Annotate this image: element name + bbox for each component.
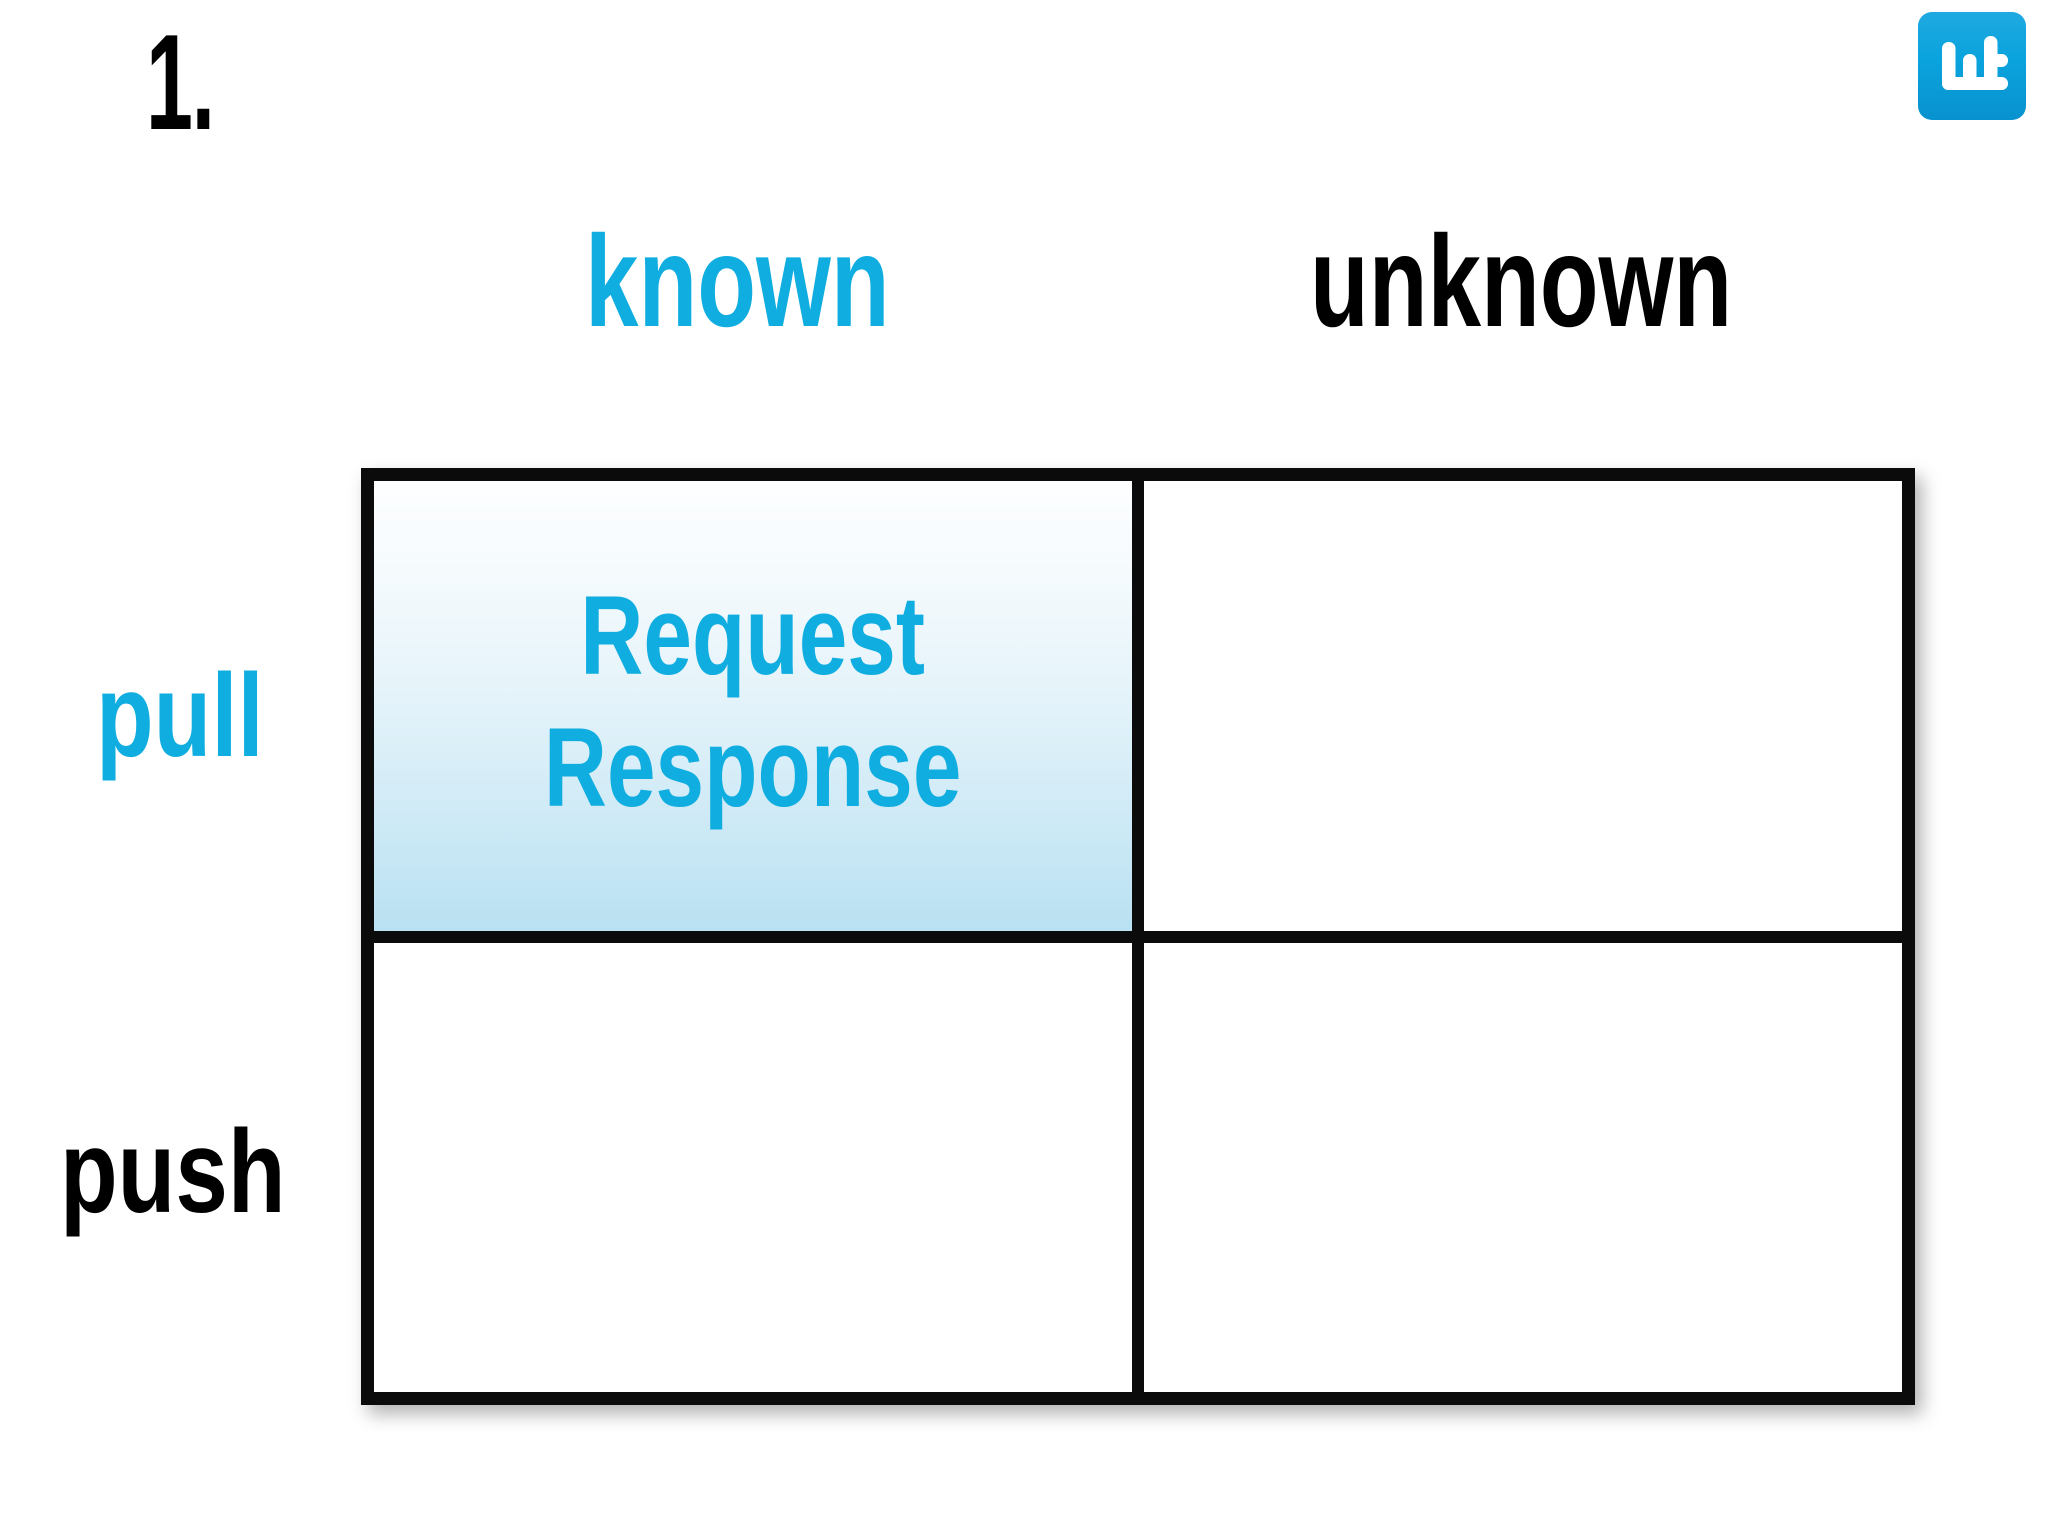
matrix-cell-push-known[interactable] (374, 936, 1138, 1392)
row-header-pull: pull (96, 650, 264, 782)
matrix-grid: Request Response (361, 468, 1915, 1405)
matrix-cell-label-pull-known: Request Response (544, 572, 962, 830)
column-header-unknown: unknown (1310, 208, 1733, 354)
slide-number: 1. (146, 6, 215, 158)
column-header-known: known (585, 208, 890, 354)
matrix-cell-pull-unknown[interactable] (1138, 481, 1902, 937)
matrix-cell-push-unknown[interactable] (1138, 936, 1902, 1392)
wt-logo-icon (1942, 36, 2008, 90)
matrix-cell-pull-known[interactable]: Request Response (374, 481, 1138, 937)
wt-logo (1918, 12, 2026, 120)
row-header-push: push (60, 1106, 286, 1238)
